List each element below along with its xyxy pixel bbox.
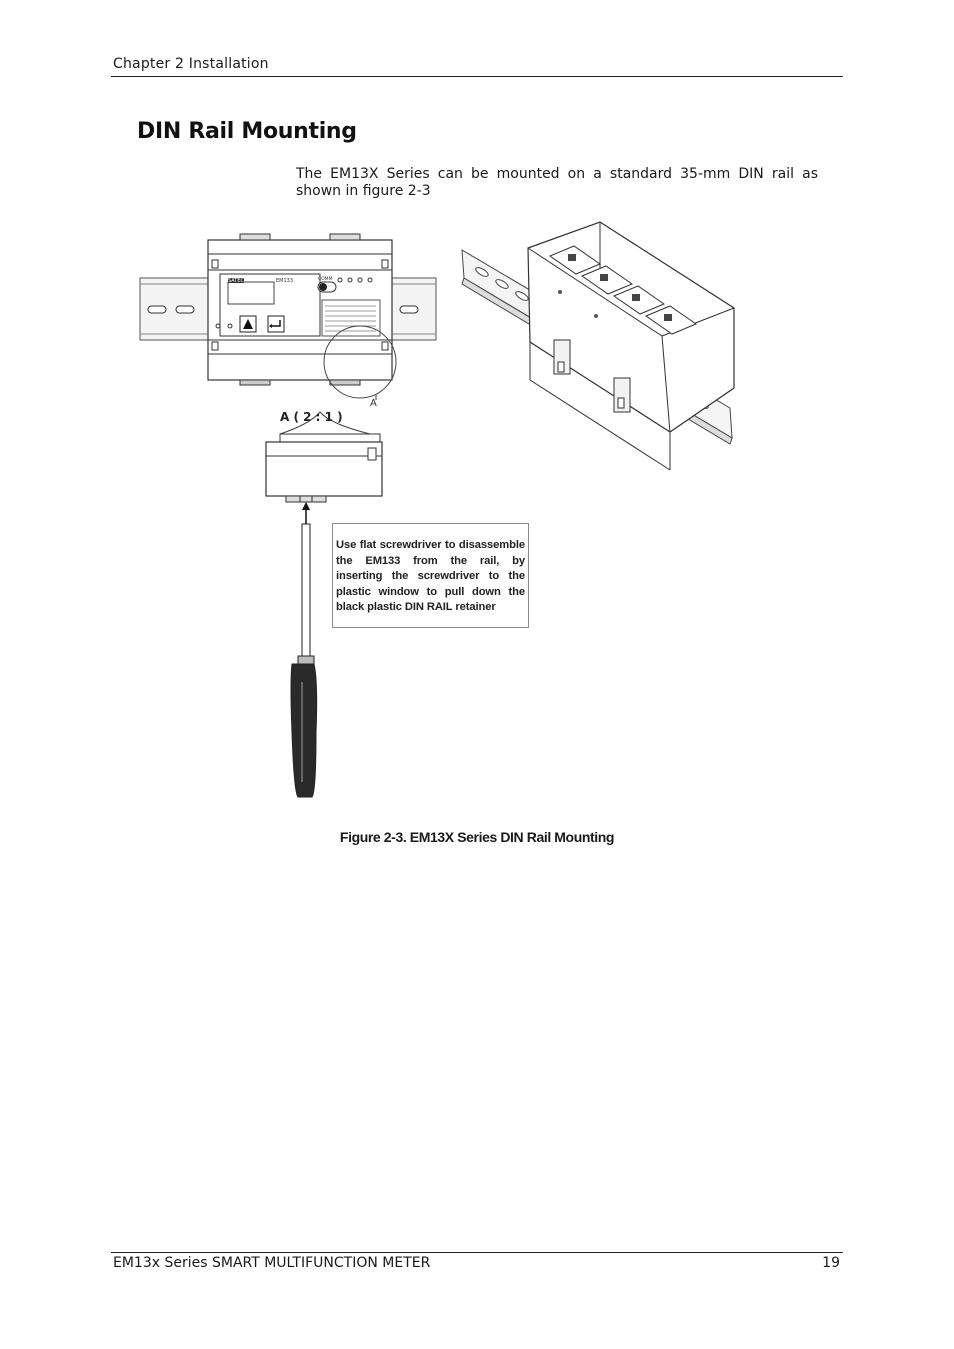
page-number: 19 [822,1255,840,1271]
running-header: Chapter 2 Installation [113,56,269,72]
section-title: DIN Rail Mounting [137,119,357,144]
meter-brand-label: SATEC [228,278,245,284]
meter-model-label: EM133 [276,278,293,284]
screwdriver [290,523,318,798]
comm-label: COMM [318,276,333,282]
footer-title: EM13x Series SMART MULTIFUNCTION METER [113,1255,431,1271]
detail-scale-label: A ( 2 : 1 ) [280,410,343,424]
detail-view [265,411,383,524]
screwdriver-note: Use flat screwdriver to disassemble the … [332,523,529,628]
front-view [139,233,437,400]
figure-caption: Figure 2-3. EM13X Series DIN Rail Mounti… [339,829,615,845]
intro-paragraph: The EM13X Series can be mounted on a sta… [296,166,818,199]
detail-marker: A [370,398,377,409]
isometric-view [461,221,735,471]
din-rail-figure: SATEC EM133 COMM A [139,221,735,798]
footer-rule [111,1252,843,1253]
header-rule [111,76,843,77]
